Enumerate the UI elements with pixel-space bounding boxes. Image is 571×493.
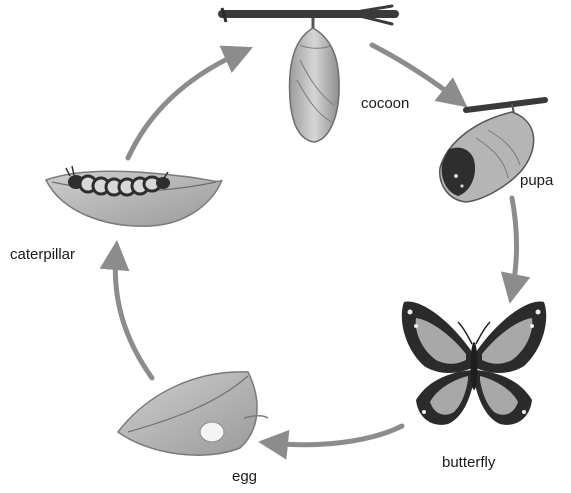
arrow-caterpillar-to-cocoon <box>128 52 242 158</box>
label-egg: egg <box>232 468 257 485</box>
cocoon-icon <box>290 18 340 142</box>
arrow-butterfly-to-egg <box>270 426 402 445</box>
caterpillar-leaf-icon <box>46 166 222 226</box>
arrow-cocoon-to-pupa <box>372 45 458 100</box>
branch-icon <box>222 6 395 24</box>
label-pupa: pupa <box>520 172 553 189</box>
egg-leaf-icon <box>118 372 268 455</box>
label-butterfly: butterfly <box>442 454 495 471</box>
butterfly-icon <box>402 302 546 425</box>
label-caterpillar: caterpillar <box>10 246 75 263</box>
arrow-pupa-to-butterfly <box>512 198 517 292</box>
label-cocoon: cocoon <box>361 95 409 112</box>
arrow-egg-to-caterpillar <box>115 252 152 378</box>
